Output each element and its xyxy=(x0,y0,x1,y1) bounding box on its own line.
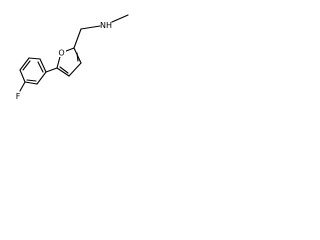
benzene-bond-2 xyxy=(19,57,30,71)
benzene-bond-5 xyxy=(36,71,47,85)
benzene-bond-6 xyxy=(39,58,47,73)
furan-methylene-bond xyxy=(73,28,82,49)
benzene-ring xyxy=(19,57,47,85)
benzene-inner-bond-2 xyxy=(26,79,37,82)
aryl-furan-bond xyxy=(45,67,58,73)
molecular-structure-diagram: O F NH xyxy=(16,14,129,101)
benzene-inner-bond-3 xyxy=(37,61,44,73)
oxygen-label-background xyxy=(57,48,66,57)
furan-bond-c3-c4 xyxy=(68,62,82,77)
benzene-inner-bond-1 xyxy=(22,60,31,71)
benzene-bond-3 xyxy=(19,69,26,83)
methylene-nitrogen-bond xyxy=(80,25,101,30)
oxygen-atom-label: O xyxy=(58,49,64,58)
benzene-bond-4 xyxy=(24,81,38,85)
amine-atom-label: NH xyxy=(100,21,112,30)
benzene-bond-1 xyxy=(28,57,41,60)
nitrogen-methyl-bond xyxy=(111,14,129,23)
furan-inner-bond-1 xyxy=(76,52,79,62)
carbon-fluorine-bond xyxy=(19,81,26,92)
furan-inner-bond-2 xyxy=(59,66,69,74)
furan-bond-c4-c5 xyxy=(56,67,70,77)
fluorine-atom-label: F xyxy=(16,92,21,101)
